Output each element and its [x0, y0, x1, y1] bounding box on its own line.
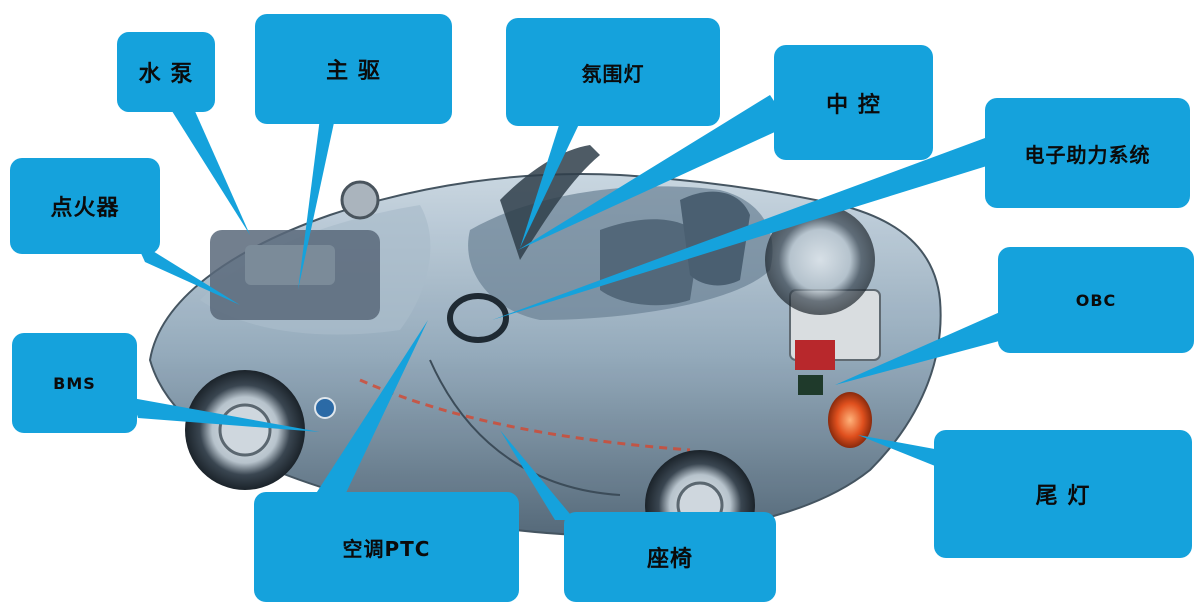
tail-light-label: 尾 灯 — [1035, 484, 1091, 509]
water-pump-callout: 水 泵 — [117, 32, 215, 112]
water-pump-label: 水 泵 — [138, 62, 194, 87]
main-drive-label: 主 驱 — [326, 59, 381, 84]
obc-label: OBC — [1075, 290, 1117, 310]
eps-callout: 电子助力系统 — [985, 98, 1190, 208]
igniter-label: 点火器 — [50, 196, 120, 221]
obc-callout: OBC — [998, 247, 1194, 353]
bms-label: BMS — [53, 373, 96, 393]
ac-ptc-callout: 空调PTC — [254, 492, 519, 602]
seat-callout: 座椅 — [564, 512, 776, 602]
ambient-light-callout: 氛围灯 — [506, 18, 720, 126]
seat-label: 座椅 — [646, 547, 693, 572]
igniter-callout: 点火器 — [10, 158, 160, 254]
ac-ptc-label: 空调PTC — [342, 536, 431, 561]
center-control-label: 中 控 — [826, 92, 881, 118]
ambient-light-label: 氛围灯 — [581, 61, 645, 86]
tail-light-callout: 尾 灯 — [934, 430, 1192, 558]
callout-pointers — [132, 95, 1003, 520]
eps-label: 电子助力系统 — [1024, 142, 1151, 167]
main-drive-callout: 主 驱 — [255, 14, 452, 124]
center-control-callout: 中 控 — [774, 45, 933, 160]
bms-callout: BMS — [12, 333, 137, 433]
